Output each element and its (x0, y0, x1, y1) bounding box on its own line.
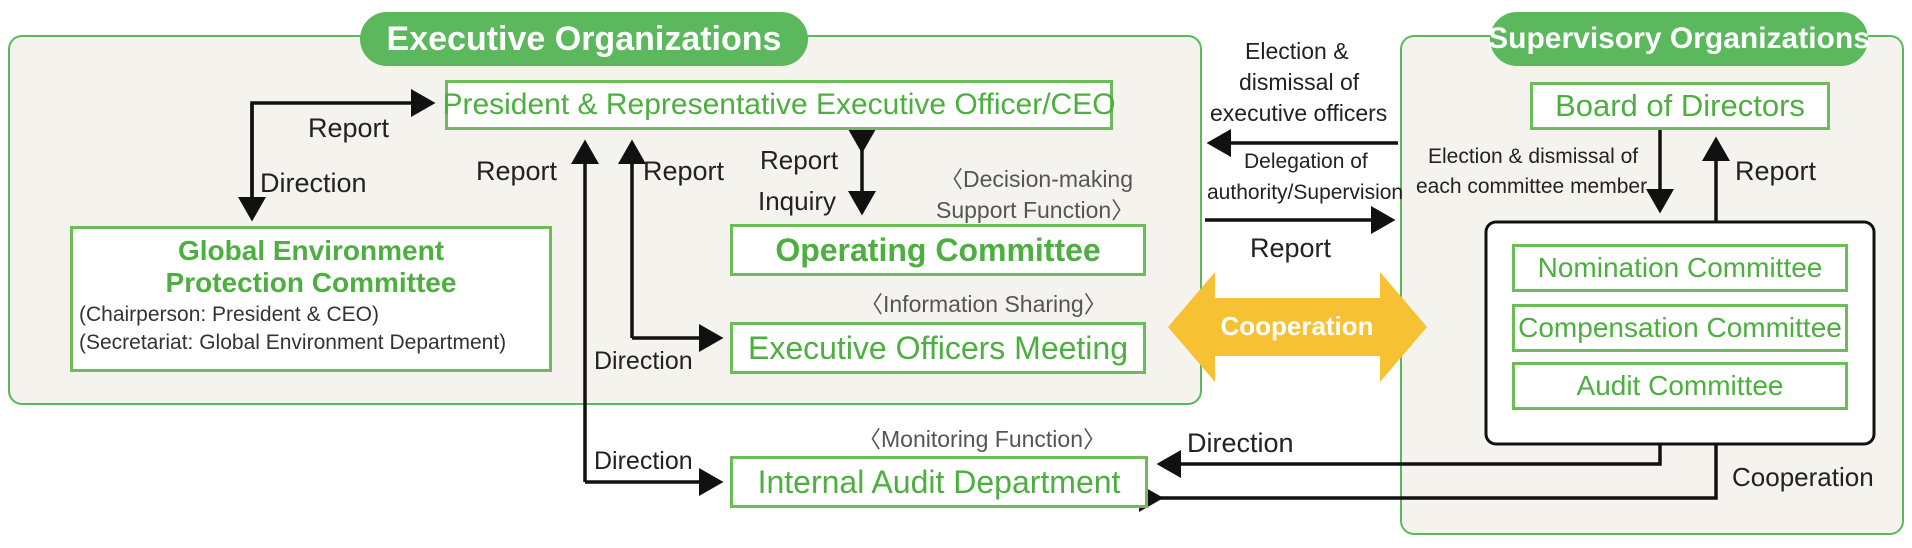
operating-committee-box: Operating Committee (730, 224, 1146, 276)
report-label-operating: Report (760, 145, 839, 175)
election-label-2: dismissal of (1239, 69, 1360, 95)
internal-audit-department-box: Internal Audit Department (730, 456, 1148, 508)
supervisory-organizations-title: Supervisory Organizations (1488, 12, 1870, 66)
executive-organizations-title: Executive Organizations (360, 12, 808, 66)
global-env-title-1: Global Environment (177, 235, 445, 266)
information-sharing-caption: 〈Information Sharing〉 (860, 291, 1107, 317)
global-env-title-2: Protection Committee (165, 267, 457, 298)
election-member-label-1: Election & dismissal of (1428, 145, 1639, 168)
direction-label-audit-committee: Direction (1187, 428, 1294, 458)
direction-label-officers-meeting: Direction (594, 347, 693, 375)
cooperation-shape (1168, 272, 1427, 382)
president-box: President & Representative Executive Off… (442, 80, 1116, 130)
operating-committee-caption-1: 〈Decision-making (940, 166, 1134, 192)
election-member-label-2: each committee member (1416, 175, 1648, 198)
report-label-internal-audit: Report (476, 156, 558, 186)
audit-committee-box: Audit Committee (1512, 362, 1848, 410)
cooperation-arrow-audit (1139, 418, 1730, 512)
report-label-to-board: Report (1250, 233, 1332, 263)
report-label-officers-meeting: Report (643, 156, 725, 186)
board-of-directors-box: Board of Directors (1530, 82, 1830, 130)
global-env-note-2: (Secretariat: Global Environment Departm… (79, 331, 507, 354)
inquiry-label-operating: Inquiry (758, 186, 837, 216)
delegation-label-2: authority/Supervision (1207, 181, 1404, 204)
operating-committee-caption-2: Support Function〉 (936, 197, 1135, 223)
report-label-from-committees: Report (1735, 156, 1817, 186)
global-env-note-1: (Chairperson: President & CEO) (79, 303, 379, 326)
election-label-1: Election & (1245, 38, 1349, 64)
global-environment-committee-box: Global Environment Protection Committee … (70, 226, 552, 372)
compensation-committee-box: Compensation Committee (1512, 304, 1848, 352)
direction-label-internal-audit: Direction (594, 447, 693, 475)
delegation-label-1: Delegation of (1244, 150, 1368, 173)
nomination-committee-box: Nomination Committee (1512, 244, 1848, 292)
cooperation-label-audit: Cooperation (1732, 462, 1874, 492)
election-label-3: executive officers (1210, 100, 1388, 126)
monitoring-function-caption: 〈Monitoring Function〉 (858, 426, 1106, 452)
direction-label-global-env: Direction (260, 168, 367, 198)
cooperation-label: Cooperation (1220, 311, 1374, 341)
executive-officers-meeting-box: Executive Officers Meeting (730, 322, 1146, 374)
report-label-global-env: Report (308, 113, 390, 143)
